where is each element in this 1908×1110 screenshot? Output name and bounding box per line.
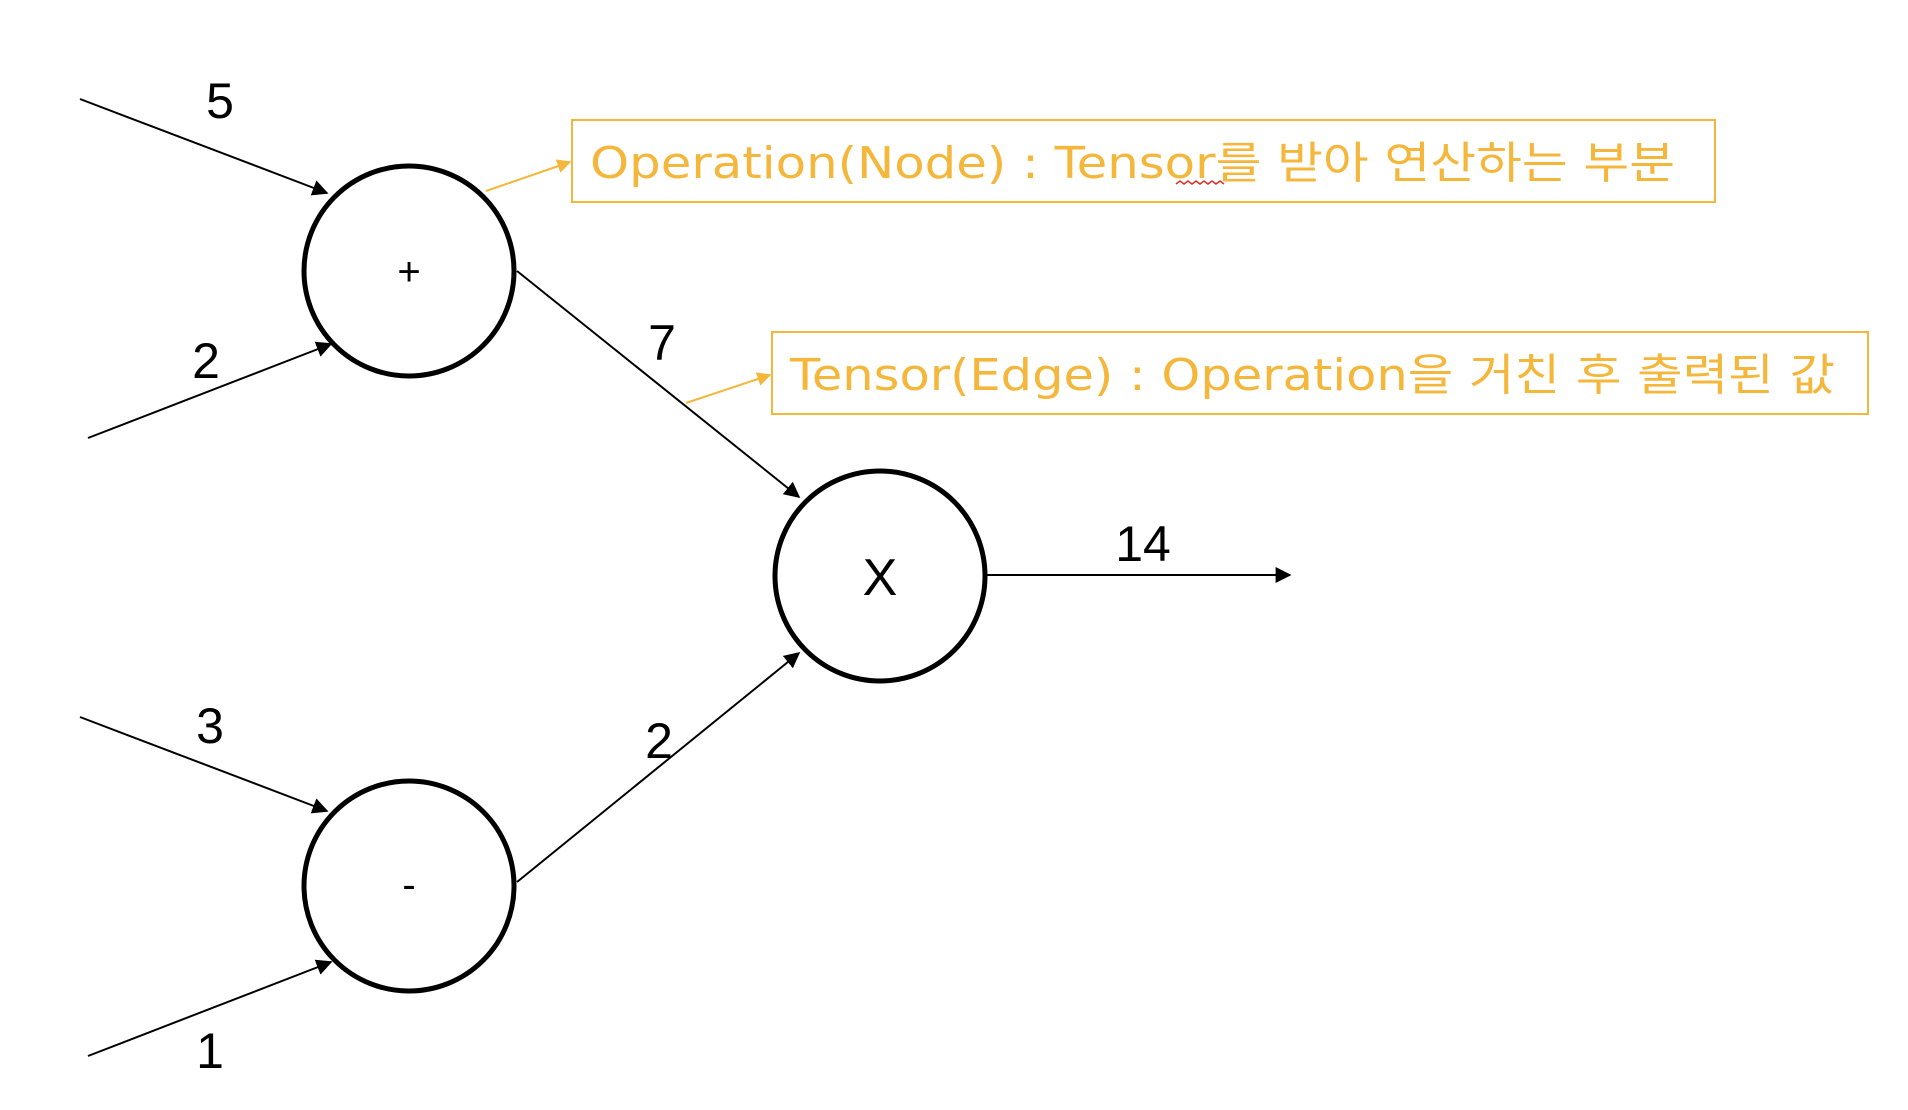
callout-tensor-box [771, 331, 1869, 415]
edge-input-b [87, 341, 333, 439]
callout-tensor-pointer [685, 372, 772, 404]
callout-operation: Operation(Node) : Tensor를 받아 연산하는 부분 [485, 119, 1716, 203]
node-multiply-circle [772, 468, 988, 684]
callout-tensor-text: Tensor(Edge) : Operation을 거친 후 출력된 값 [789, 350, 1835, 401]
edge-label-final-output: 14 [1115, 516, 1171, 572]
edge-input-c [79, 716, 329, 814]
edge-label-add-output: 7 [648, 315, 676, 371]
node-multiply-symbol: X [863, 549, 898, 607]
node-subtract: - [301, 778, 517, 994]
node-multiply: X [772, 468, 988, 684]
node-add-symbol: + [397, 250, 420, 294]
callout-tensor: Tensor(Edge) : Operation을 거친 후 출력된 값 [685, 331, 1869, 415]
edge-label-subtract-output: 2 [645, 713, 673, 769]
node-subtract-symbol: - [402, 863, 415, 907]
node-add-circle [301, 163, 517, 379]
edge-label-input-c: 3 [196, 698, 224, 754]
edge-input-a [79, 98, 329, 196]
node-add: + [301, 163, 517, 379]
edge-label-input-b: 2 [192, 333, 220, 389]
edge-label-input-d: 1 [196, 1023, 224, 1079]
edge-add-output [516, 270, 801, 499]
spellcheck-squiggle [1175, 180, 1225, 185]
callout-operation-pointer [485, 159, 572, 192]
edge-input-d [87, 959, 333, 1057]
edge-label-input-a: 5 [206, 73, 234, 129]
node-subtract-circle [301, 778, 517, 994]
edge-subtract-output [516, 651, 801, 883]
callout-operation-box [571, 119, 1716, 203]
callout-operation-text: Operation(Node) : Tensor를 받아 연산하는 부분 [590, 138, 1675, 189]
